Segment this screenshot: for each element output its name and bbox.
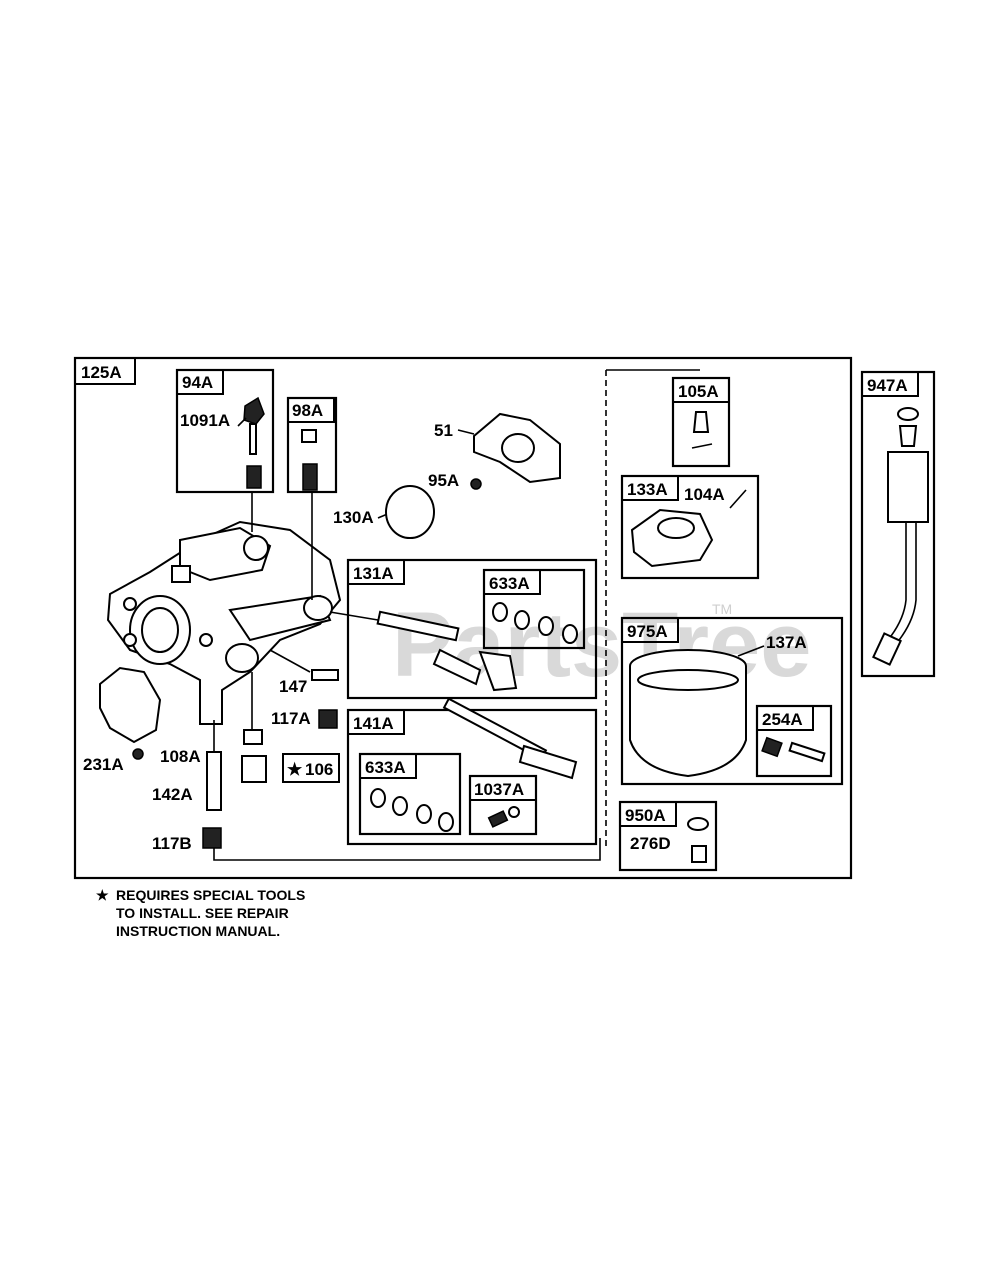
label-142A: 142A xyxy=(152,785,193,804)
tag-frame-254A xyxy=(756,705,814,731)
screw-231A-icon xyxy=(132,748,144,760)
footnote-line-2: TO INSTALL. SEE REPAIR xyxy=(116,905,289,921)
label-51: 51 xyxy=(434,421,453,440)
idle-screw-head-icon xyxy=(301,429,317,443)
fuel-solenoid-947A-icon xyxy=(872,407,929,666)
tag-frame-950A xyxy=(619,801,677,827)
label-94A: 94A xyxy=(182,373,213,392)
leader-131A xyxy=(329,611,379,621)
label-633A-b: 633A xyxy=(365,758,406,777)
idle-spring-icon xyxy=(302,463,318,491)
tag-frame-141A xyxy=(347,709,405,735)
label-117A: 117A xyxy=(271,709,311,728)
washer-jet-icon xyxy=(243,729,263,745)
tag-frame-106 xyxy=(282,753,340,783)
footnote-line-3: INSTRUCTION MANUAL. xyxy=(116,923,280,939)
label-633A-a: 633A xyxy=(489,574,530,593)
trademark-text: TM xyxy=(712,601,732,617)
label-106: 106 xyxy=(305,760,333,779)
tag-frame-947A xyxy=(861,371,919,397)
group-box-133A xyxy=(620,474,760,580)
tag-frame-105A xyxy=(672,377,730,403)
throttle-shaft-131A-icon xyxy=(376,610,518,692)
tag-frame-131A xyxy=(347,559,405,585)
seal-set-633A-b-icon xyxy=(370,788,454,832)
label-105A: 105A xyxy=(678,382,719,401)
throttle-plate-130A-icon xyxy=(385,485,435,539)
label-130A: 130A xyxy=(333,508,374,527)
watermark-text: PartsTree xyxy=(392,594,811,696)
needle-spring-icon xyxy=(246,465,262,489)
nut-117B-icon xyxy=(202,827,222,849)
tag-frame-133A xyxy=(621,475,679,501)
footnote-line-1: REQUIRES SPECIAL TOOLS xyxy=(116,887,305,903)
screw-254A-icon xyxy=(788,741,826,763)
group-box-94A xyxy=(175,368,275,494)
leader-51 xyxy=(457,429,475,435)
clip-105A-icon xyxy=(691,443,713,449)
nozzle-106-icon xyxy=(241,755,267,783)
label-98A: 98A xyxy=(292,401,323,420)
spring-1037A-icon xyxy=(487,810,509,828)
label-147: 147 xyxy=(279,677,307,696)
screw-95A-icon xyxy=(470,478,482,490)
label-276D: 276D xyxy=(630,834,671,853)
washer-276D-icon xyxy=(687,817,709,831)
spring-117A-icon xyxy=(318,709,338,729)
group-box-975A xyxy=(620,616,844,786)
tag-frame-94A xyxy=(176,369,224,395)
bottom-connector-line xyxy=(213,838,601,861)
tag-frame-98A xyxy=(287,397,335,423)
label-133A: 133A xyxy=(627,480,668,499)
tag-frame-975A xyxy=(621,617,679,643)
star-106-symbol: ★ xyxy=(287,760,303,779)
leader-1091A xyxy=(237,417,247,427)
label-975A: 975A xyxy=(627,622,668,641)
label-254A: 254A xyxy=(762,710,803,729)
label-131A: 131A xyxy=(353,564,394,583)
label-231A: 231A xyxy=(83,755,124,774)
tube-142A-icon xyxy=(206,751,222,811)
label-95A: 95A xyxy=(428,471,459,490)
label-1091A: 1091A xyxy=(180,411,230,430)
float-bowl-975A-icon xyxy=(629,649,747,778)
screw-147-icon xyxy=(311,669,339,681)
gasket-hole-icon xyxy=(501,433,535,463)
inlet-needle-105A-icon xyxy=(692,411,710,433)
float-133A-icon xyxy=(630,508,714,568)
label-1037A: 1037A xyxy=(474,780,524,799)
tag-frame-1037A xyxy=(469,775,537,801)
needle-screw-icon xyxy=(249,423,257,455)
group-box-131A xyxy=(346,558,598,700)
clip-1037A-icon xyxy=(508,806,520,818)
leader-147 xyxy=(269,649,311,673)
label-108A: 108A xyxy=(160,747,201,766)
main-assembly-frame xyxy=(73,356,853,880)
tag-frame-125A xyxy=(74,357,136,385)
label-125A: 125A xyxy=(81,363,122,382)
spring-254A-icon xyxy=(761,736,783,758)
tag-frame-633A-a xyxy=(483,569,541,595)
carburetor-body-icon xyxy=(106,520,342,725)
label-137A: 137A xyxy=(766,633,807,652)
label-141A: 141A xyxy=(353,714,394,733)
pin-104A-icon xyxy=(729,489,747,509)
label-104A: 104A xyxy=(684,485,725,504)
label-950A: 950A xyxy=(625,806,666,825)
seal-set-633A-a-icon xyxy=(492,602,578,644)
leader-137A xyxy=(737,645,765,657)
footnote-star: ★ xyxy=(96,887,109,903)
screw-950A-icon xyxy=(691,845,707,863)
group-box-947A xyxy=(860,370,936,678)
label-117B: 117B xyxy=(152,834,192,853)
choke-plate-108A-icon xyxy=(99,666,162,744)
choke-shaft-141A-icon xyxy=(442,697,578,780)
tag-frame-633A-b xyxy=(359,753,417,779)
needle-valve-cap-icon xyxy=(243,396,265,425)
label-947A: 947A xyxy=(867,376,908,395)
